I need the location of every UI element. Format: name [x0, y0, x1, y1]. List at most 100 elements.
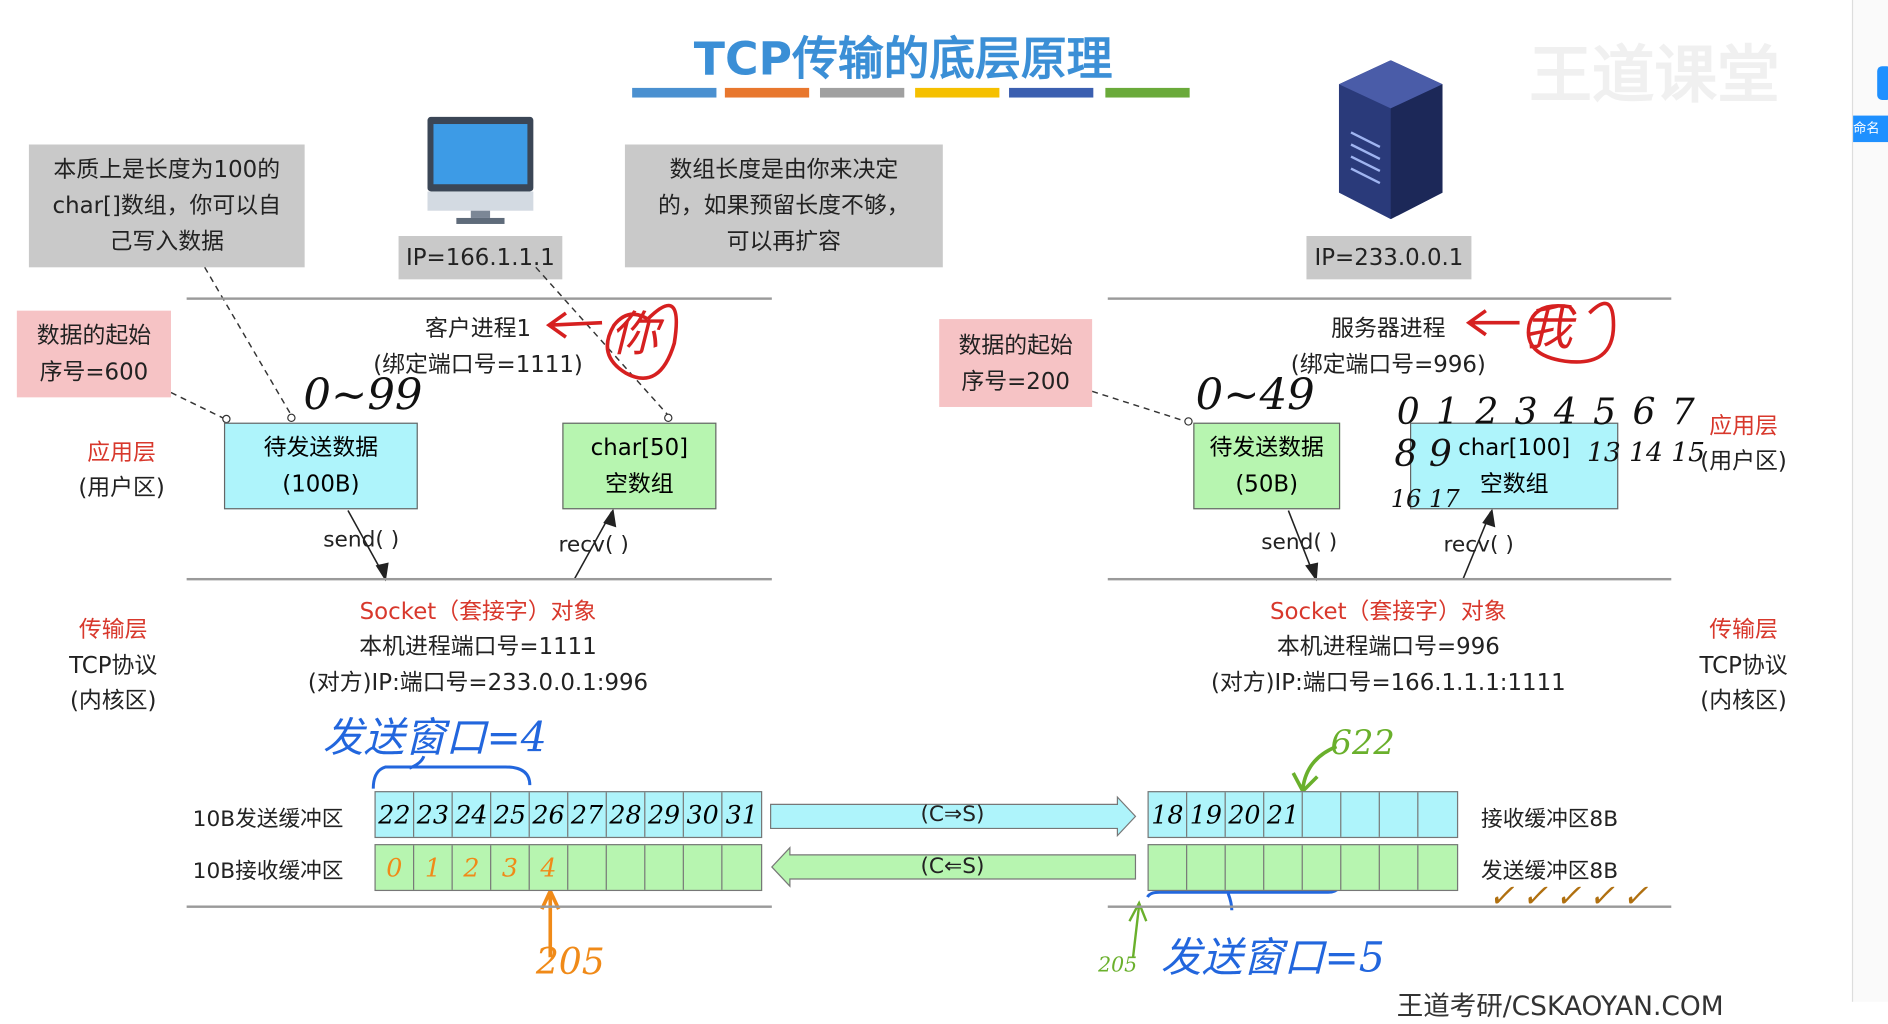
- color-bar: [1009, 87, 1094, 98]
- buffer-cell: [1418, 792, 1457, 837]
- buffer-cell: [1418, 845, 1457, 890]
- note-char-array: 本质上是长度为100的 char[]数组，你可以自己写入数据: [28, 144, 305, 268]
- buffer-cell: 23: [414, 792, 453, 837]
- annotation-checks: ✓✓✓✓✓: [1488, 878, 1656, 916]
- annotation-client-window: 发送窗口=4: [322, 714, 547, 763]
- server-send-buffer-label: 发送缓冲区8B: [1481, 858, 1619, 884]
- server-recv-array: char[100]空数组: [1410, 422, 1619, 510]
- annotation-client-range: 0~99: [303, 370, 423, 421]
- c-to-s-label: (C⇒S): [920, 801, 985, 828]
- color-bar: [915, 87, 1000, 98]
- server-send-data: 待发送数据(50B): [1193, 422, 1341, 510]
- client-local-port: 本机进程端口号=1111: [359, 633, 597, 660]
- box-line: 空数组: [1479, 470, 1549, 498]
- user-space-label-left: (用户区): [78, 474, 165, 501]
- annotation-server-range: 0~49: [1195, 370, 1315, 421]
- note-line: 本质上是长度为100的: [53, 156, 281, 184]
- buffer-cell: 27: [568, 792, 607, 837]
- sidebar-button[interactable]: [1877, 66, 1888, 100]
- color-bar: [1105, 87, 1190, 98]
- computer-icon: [427, 116, 534, 224]
- divider-bottom-left: [186, 905, 772, 908]
- buffer-cell: [1187, 845, 1226, 890]
- kernel-label-left: (内核区): [69, 687, 157, 715]
- client-remote: (对方)IP:端口号=233.0.0.1:996: [307, 669, 649, 696]
- buffer-cell: 29: [645, 792, 684, 837]
- buffer-cell: 26: [530, 792, 569, 837]
- client-port: (绑定端口号=1111): [373, 351, 583, 379]
- s-to-c-label: (C⇐S): [920, 853, 985, 879]
- tcp-label-right: TCP协议: [1699, 652, 1788, 680]
- buffer-cell: 30: [684, 792, 723, 837]
- buffer-cell: 25: [491, 792, 530, 837]
- kernel-label-right: (内核区): [1700, 687, 1787, 715]
- note-line: 己写入数据: [109, 228, 224, 256]
- annotation-server-window: 发送窗口=5: [1160, 934, 1385, 983]
- color-bar: [819, 87, 905, 98]
- note-line: 数据的起始: [958, 331, 1073, 359]
- sidebar-rename[interactable]: 命名: [1853, 115, 1888, 143]
- note-line: 序号=200: [961, 367, 1070, 395]
- app-layer-label-left: 应用层: [87, 439, 156, 466]
- buffer-cell: [684, 845, 723, 890]
- client-seq-note: 数据的起始序号=600: [16, 310, 171, 398]
- note-line: char[]数组，你可以自: [52, 192, 282, 220]
- buffer-cell: 24: [453, 792, 492, 837]
- buffer-cell: [607, 845, 646, 890]
- buffer-cell: 21: [1264, 792, 1303, 837]
- buffer-cell: [1149, 845, 1188, 890]
- transport-layer-label-right: 传输层: [1709, 616, 1778, 643]
- buffer-cell: 19: [1187, 792, 1226, 837]
- server-local-port: 本机进程端口号=996: [1276, 633, 1500, 660]
- client-recv-array: char[50]空数组: [562, 422, 717, 510]
- annotation-ack-205-small: 205: [1098, 953, 1138, 978]
- divider-top-left: [186, 297, 772, 300]
- buffer-cell: 28: [607, 792, 646, 837]
- buffer-cell: 20: [1226, 792, 1265, 837]
- client-send-data: 待发送数据 (100B): [223, 422, 418, 510]
- note-line: 可以再扩容: [726, 228, 842, 256]
- box-line: 待发送数据: [263, 434, 379, 462]
- note-line: 数据的起始: [36, 322, 152, 350]
- buffer-cell: 0: [376, 845, 415, 890]
- buffer-cell: [1264, 845, 1303, 890]
- buffer-cell: [1303, 845, 1342, 890]
- note-line: 序号=600: [39, 358, 149, 386]
- buffer-cell: [1341, 845, 1380, 890]
- annotation-ack-205: 205: [535, 941, 605, 984]
- tcp-label-left: TCP协议: [69, 652, 158, 680]
- annotation-server-indices: 16 17: [1390, 484, 1460, 513]
- color-bar: [724, 87, 810, 98]
- server-send-call: send( ): [1261, 529, 1338, 556]
- buffer-cell: [645, 845, 684, 890]
- buffer-cell: [1226, 845, 1265, 890]
- box-line: (100B): [282, 470, 360, 498]
- server-recv-buffer-label: 接收缓冲区8B: [1481, 806, 1619, 833]
- divider-bottom-right: [1107, 905, 1672, 908]
- server-socket-title: Socket（套接字）对象: [1269, 598, 1507, 625]
- buffer-cell: 1: [414, 845, 453, 890]
- divider-mid-right: [1107, 577, 1672, 581]
- client-process: 客户进程1: [424, 315, 532, 342]
- box-line: 空数组: [605, 470, 674, 498]
- buffer-cell: 3: [491, 845, 530, 890]
- buffer-cell: 4: [530, 845, 569, 890]
- transport-layer-label-left: 传输层: [78, 616, 148, 643]
- client-recv-call: recv( ): [558, 532, 629, 558]
- buffer-cell: [568, 845, 607, 890]
- buffer-cell: 22: [376, 792, 415, 837]
- note-array-length: 数组长度是由你来决定的，如果预留长度不够，可以再扩容: [624, 144, 943, 268]
- divider-mid-left: [186, 577, 772, 581]
- server-recv-call: recv( ): [1443, 532, 1514, 558]
- buffer-cell: 31: [725, 800, 758, 830]
- annotation-you: 你: [610, 307, 659, 363]
- watermark: 王道课堂: [1529, 39, 1780, 112]
- annotation-me: 我: [1524, 301, 1573, 357]
- buffer-cell: [1303, 792, 1342, 837]
- buffer-cell: 2: [453, 845, 492, 890]
- server-send-buffer: [1147, 844, 1459, 892]
